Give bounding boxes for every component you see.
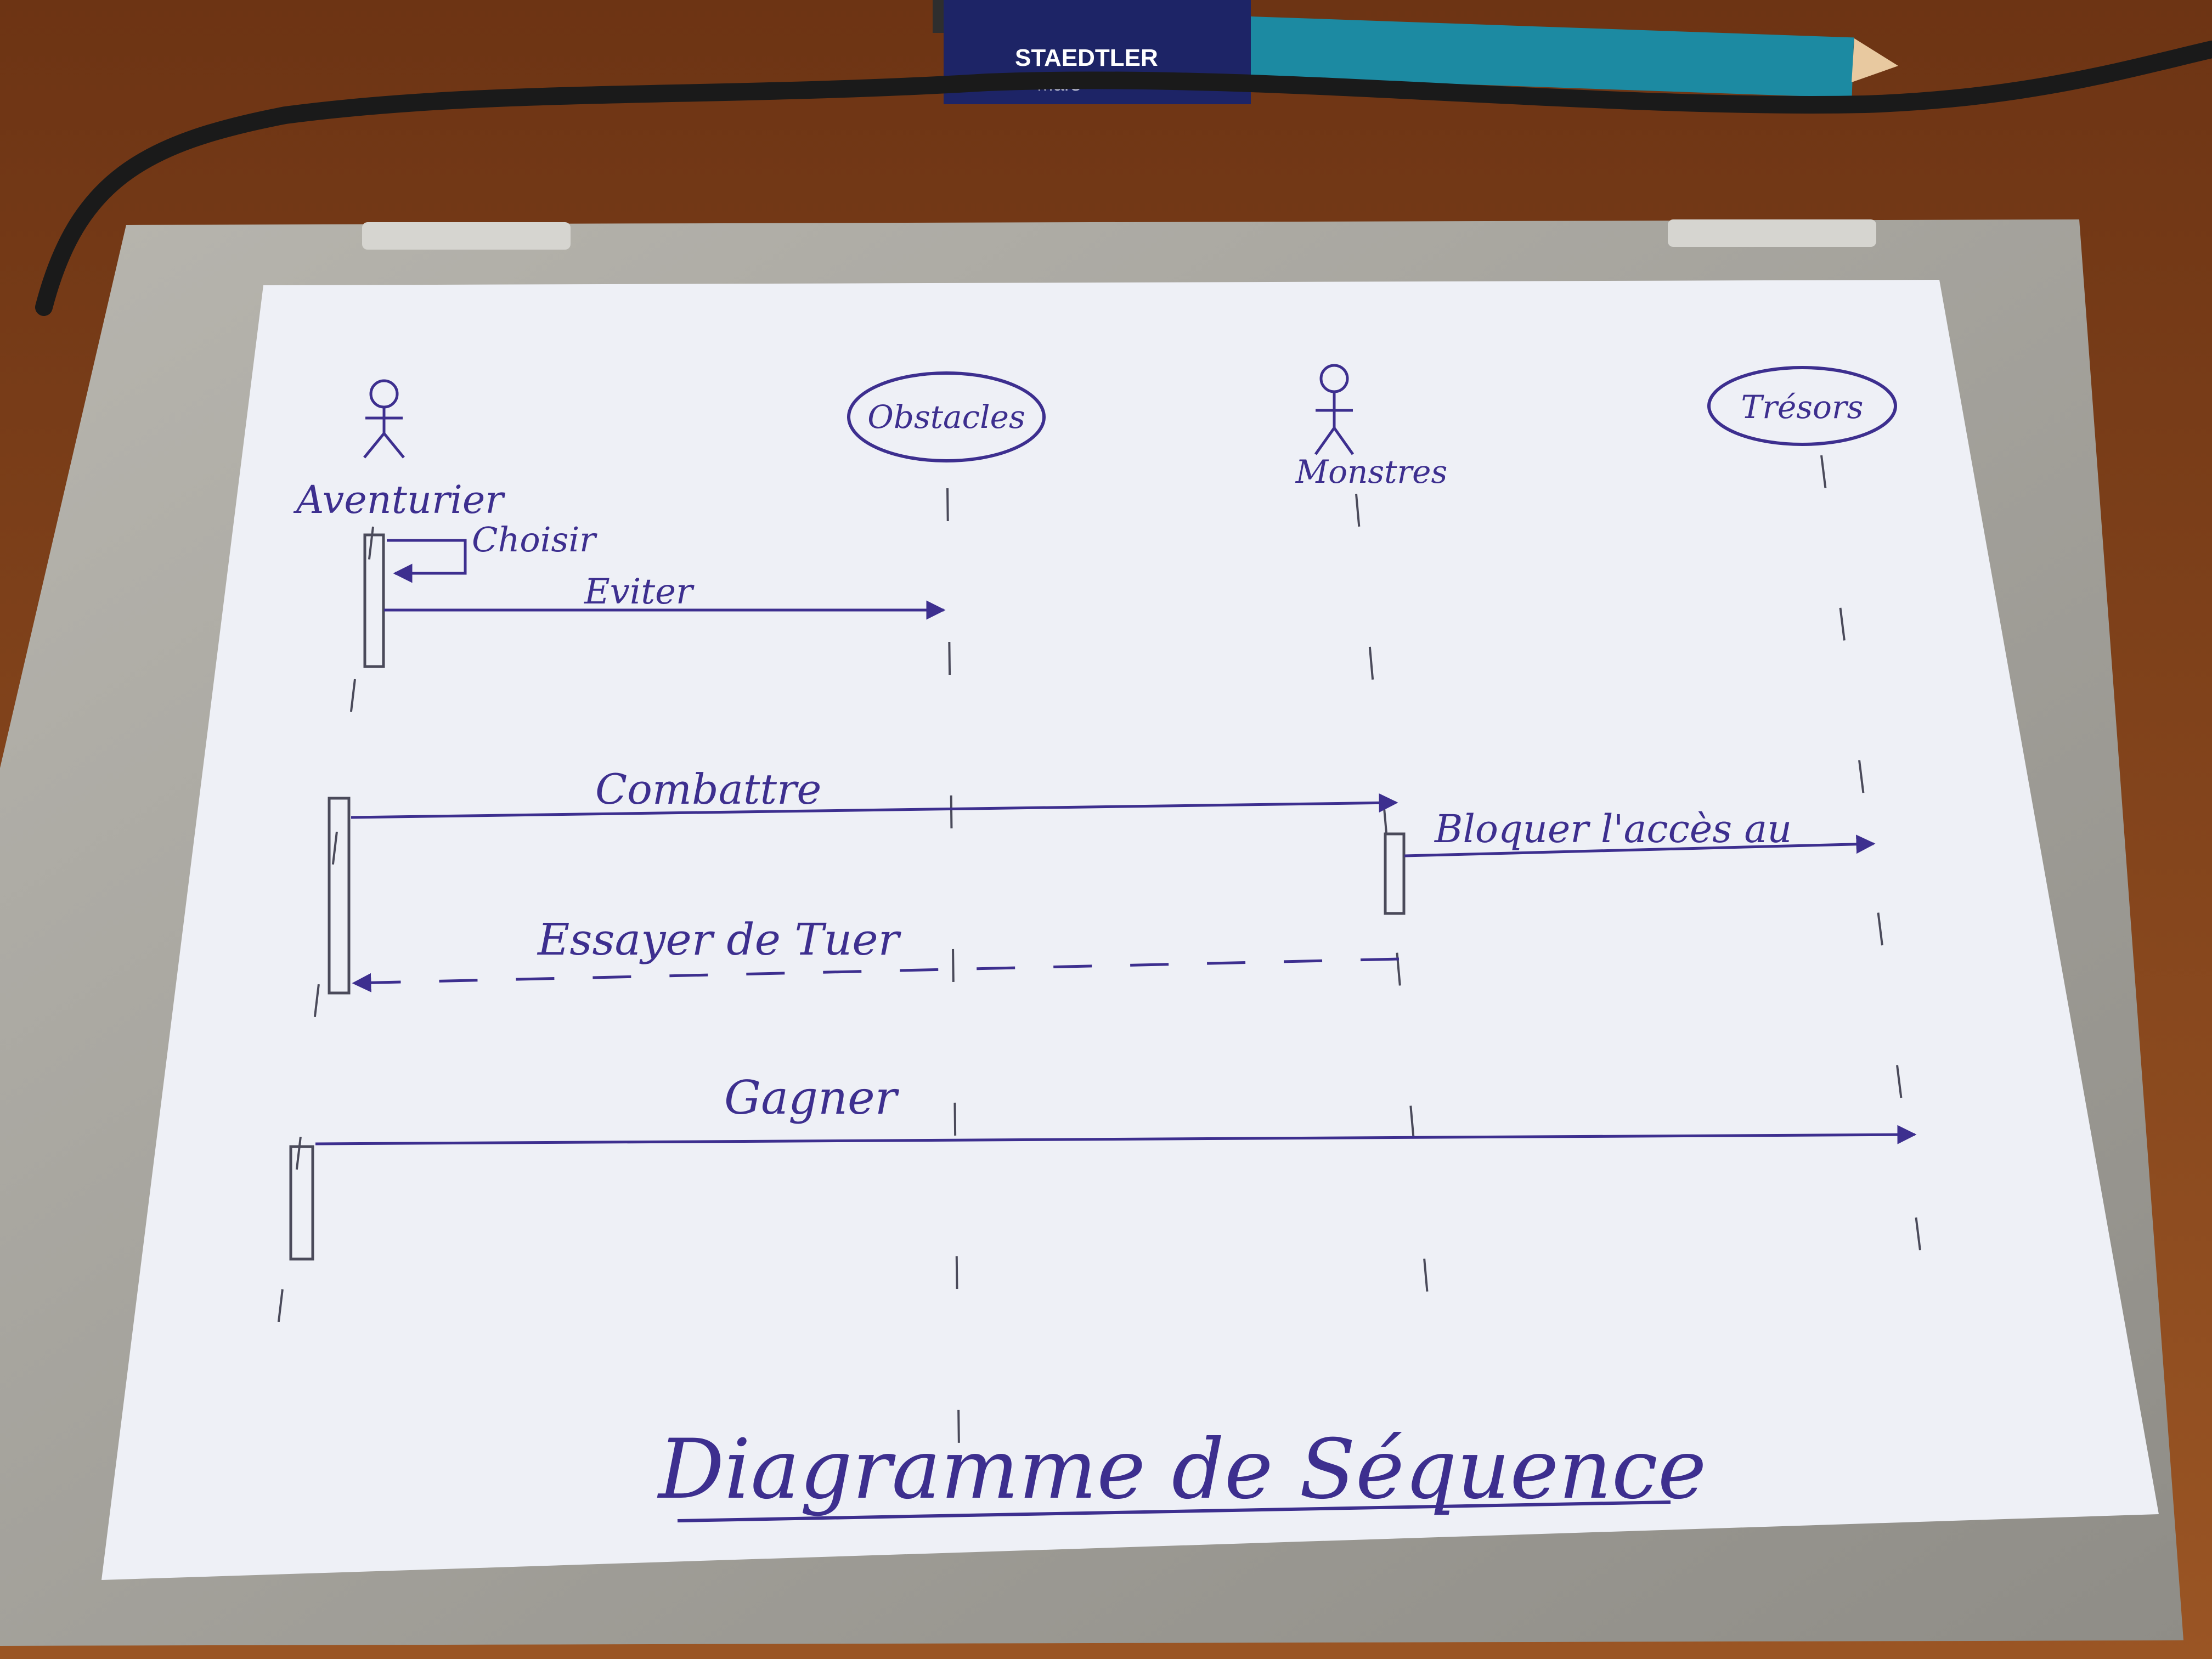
message-label: Choisir	[472, 520, 597, 560]
message-essayer-de-tuer: Essayer de Tuer	[352, 914, 1400, 992]
participant-label: Aventurier	[293, 477, 505, 522]
message-gagner: Gagner	[315, 1071, 1917, 1146]
activation-bar-aventurier-3	[289, 1145, 314, 1261]
participant-monstres: Monstres	[1295, 364, 1448, 490]
activation-bar-monstres	[1384, 832, 1406, 915]
message-bloquer: Bloquer l'accès au	[1404, 806, 1876, 857]
message-eviter: Eviter	[384, 572, 946, 620]
lifeline-obstacles	[946, 488, 961, 1542]
activation-bar-aventurier-1	[363, 533, 385, 668]
message-combattre: Combattre	[351, 765, 1398, 819]
laptop-hinge-right	[1668, 219, 1876, 247]
activation-bar-aventurier-2	[328, 797, 351, 995]
actor-icon	[363, 379, 405, 459]
lifelines	[268, 455, 1927, 1542]
title-text: Diagramme de Séquence	[657, 1422, 1707, 1517]
participant-obstacles: Obstacles	[847, 371, 1046, 462]
message-choisir: Choisir	[387, 520, 597, 583]
actor-icon	[1314, 364, 1355, 455]
participant-label: Obstacles	[867, 398, 1025, 436]
pencil-brand-label: STAEDTLER	[1015, 44, 1158, 71]
participant-label: Monstres	[1295, 453, 1448, 490]
message-label: Gagner	[724, 1071, 900, 1125]
diagram-title: Diagramme de Séquence	[657, 1422, 1707, 1522]
message-label: Combattre	[595, 765, 821, 814]
cable	[35, 41, 2212, 316]
laptop-hinge-left	[362, 222, 571, 250]
message-label: Essayer de Tuer	[537, 914, 902, 965]
participant-tresors: Trésors	[1707, 366, 1897, 446]
message-label: Eviter	[584, 572, 695, 612]
participant-aventurier: Aventurier	[293, 379, 505, 522]
paper-sheet	[101, 280, 2159, 1580]
participant-label: Trésors	[1741, 388, 1864, 426]
sequence-diagram: Aventurier Obstacles Monstres Trésors	[268, 364, 1927, 1542]
message-label: Bloquer l'accès au	[1434, 806, 1792, 851]
